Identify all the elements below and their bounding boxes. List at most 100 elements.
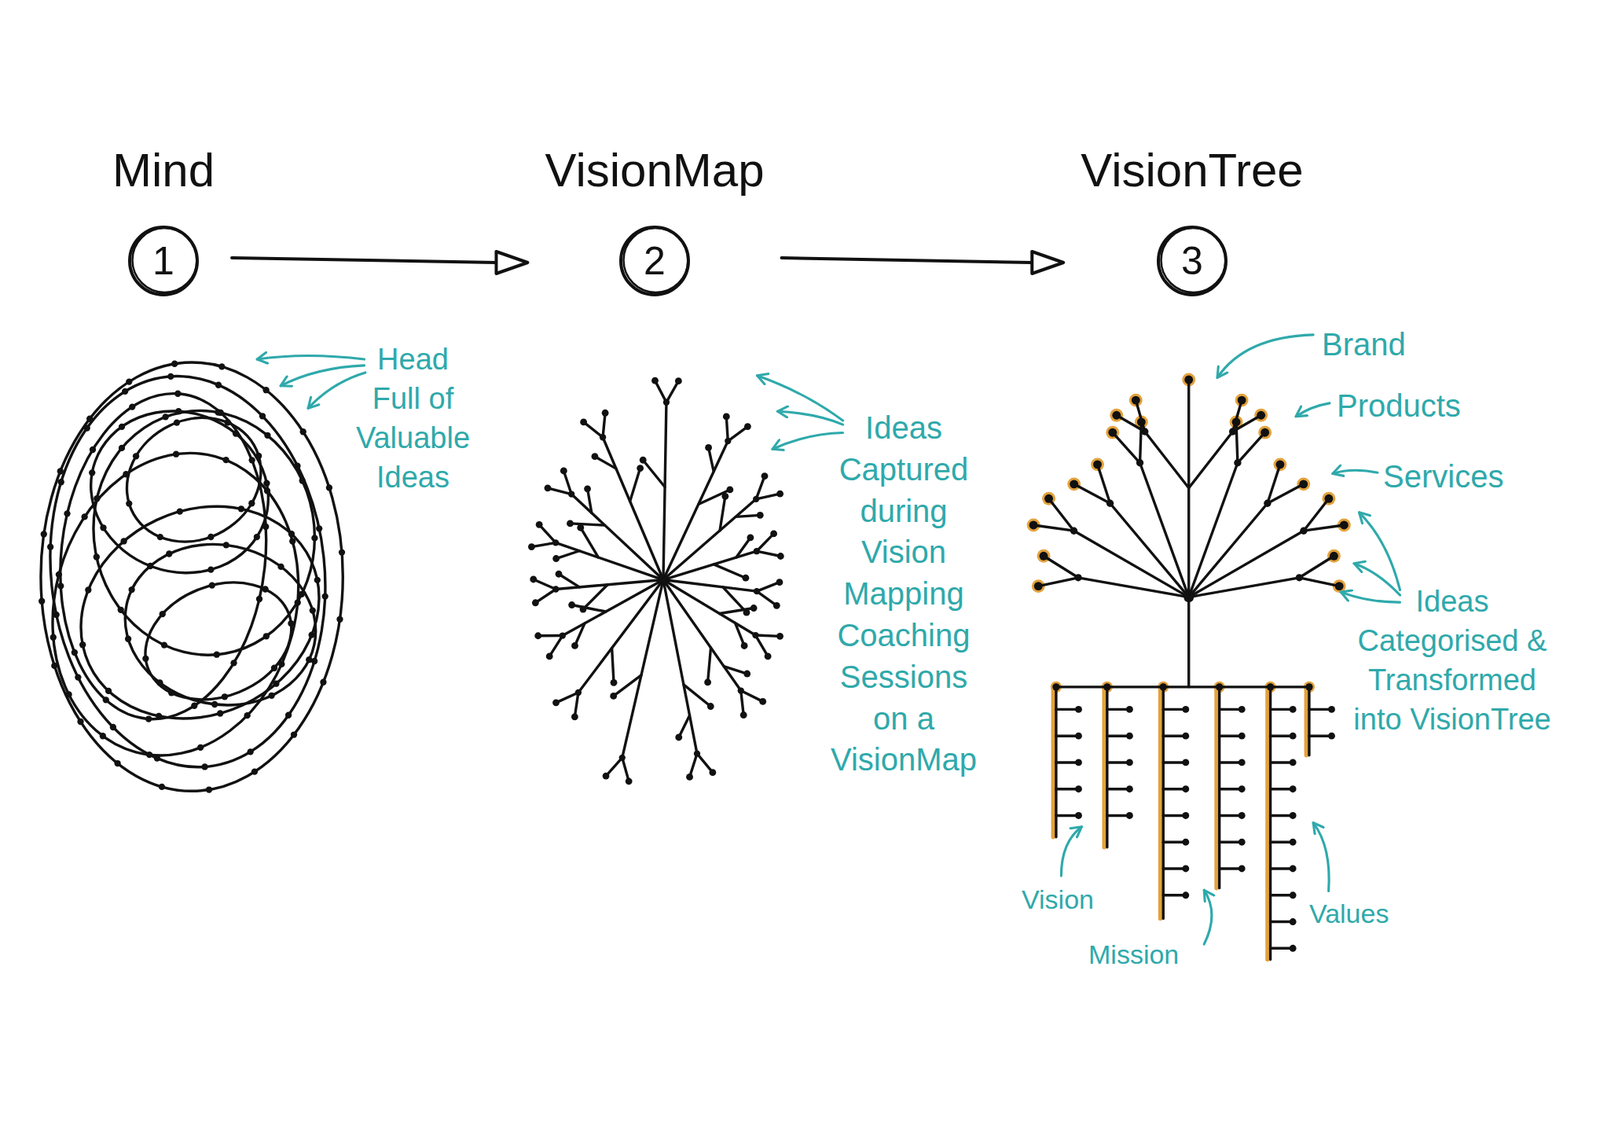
flow-arrow (781, 251, 1065, 274)
dot (218, 363, 225, 370)
step-number: 2 (616, 223, 693, 299)
stroke (756, 590, 777, 606)
dot (636, 464, 644, 472)
dot (1126, 732, 1134, 740)
dot (555, 570, 563, 578)
dot (722, 413, 731, 421)
dot (534, 631, 542, 639)
dot (1111, 411, 1121, 420)
dot (1254, 408, 1268, 423)
stroke (727, 426, 748, 441)
dot (721, 492, 729, 500)
dot (99, 524, 107, 531)
dot (314, 576, 321, 584)
dot (1131, 396, 1141, 405)
dot (1126, 811, 1134, 819)
dot (262, 523, 269, 530)
dot (776, 632, 784, 640)
dot (741, 574, 749, 582)
stroke (1158, 686, 1163, 919)
callout-label: Ideas Captured during Vision Mapping Coa… (825, 407, 983, 781)
stroke (756, 582, 780, 591)
dot (1324, 494, 1333, 503)
dot (285, 711, 292, 719)
dot (157, 533, 164, 540)
dot (625, 777, 633, 785)
stroke (583, 422, 603, 437)
dot (251, 768, 258, 775)
dot (1305, 682, 1313, 690)
stroke (1188, 502, 1268, 597)
stroke (735, 623, 745, 646)
stroke (1188, 431, 1234, 489)
stroke (1051, 686, 1056, 837)
stroke (755, 634, 780, 636)
dot (299, 477, 306, 484)
dot (675, 377, 683, 385)
dot (601, 409, 610, 417)
dot (268, 692, 276, 699)
dot (80, 513, 88, 520)
dot (217, 409, 224, 416)
dot (599, 433, 606, 441)
dot (209, 581, 216, 588)
stroke (1049, 498, 1075, 531)
dot (1256, 411, 1266, 420)
dot (290, 730, 298, 738)
stroke (587, 488, 592, 514)
step-circle: 2 (616, 223, 693, 299)
dot (1184, 375, 1193, 385)
dot (172, 451, 180, 458)
dot (167, 373, 174, 380)
dot (579, 605, 588, 613)
dot (201, 763, 208, 770)
drawn-figures (19, 360, 1351, 960)
dot (663, 399, 670, 406)
dot (1075, 759, 1083, 767)
dot (308, 631, 316, 638)
step-circle: 1 (125, 223, 202, 299)
dot (288, 530, 295, 537)
stroke (612, 647, 614, 683)
dot (1289, 811, 1297, 819)
dot (552, 585, 559, 592)
dot (173, 418, 180, 426)
dot (568, 601, 576, 609)
dot (1266, 682, 1274, 690)
step-node: Mind1 (106, 143, 221, 299)
dot (1289, 705, 1297, 713)
dot (238, 505, 245, 512)
stroke (678, 715, 690, 738)
dot (529, 576, 537, 584)
dot (223, 541, 230, 548)
dot (675, 733, 683, 742)
dot (205, 785, 213, 793)
stroke (689, 753, 698, 778)
dot (74, 673, 81, 680)
callout-label: Brand (1321, 323, 1406, 366)
stroke (735, 514, 760, 517)
dot (759, 697, 767, 705)
dot (262, 386, 269, 393)
stroke (531, 542, 556, 547)
stroke (1237, 432, 1266, 463)
stroke (556, 550, 580, 559)
dot (120, 537, 127, 544)
dot (118, 444, 125, 452)
scribble-loop (110, 526, 331, 723)
dot (309, 606, 316, 613)
dot (121, 388, 129, 395)
stroke (756, 550, 782, 556)
dot (1275, 459, 1285, 469)
dot (207, 565, 214, 573)
stroke (708, 647, 712, 683)
dot (124, 635, 132, 643)
arrow-shaft (231, 257, 496, 263)
step-node: VisionMap2 (538, 143, 771, 299)
dot (704, 444, 712, 452)
stroke (569, 523, 605, 525)
dot (264, 487, 271, 494)
stroke (1265, 686, 1270, 960)
dot (777, 552, 785, 560)
